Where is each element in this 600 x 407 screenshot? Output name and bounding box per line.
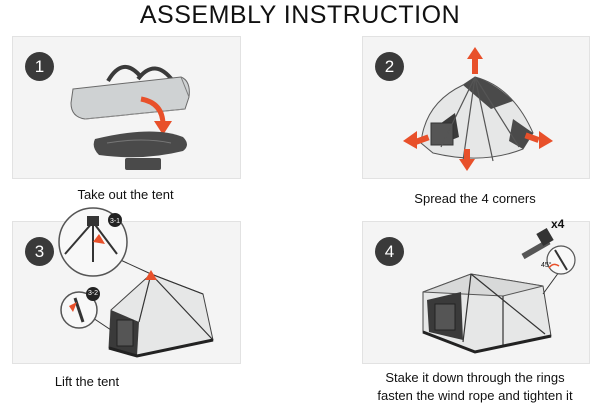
callout-3-2-badge — [86, 287, 100, 301]
callout-3-1-label: 3-1 — [109, 218, 121, 225]
callout-3-1-badge — [108, 213, 122, 227]
step-1-caption: Take out the tent — [77, 187, 174, 202]
step-3-badge: 3 — [25, 237, 54, 266]
step-4-panel: 4 x4 45° — [362, 217, 590, 364]
step-4-badge: 4 — [375, 237, 404, 266]
bag-handle-right — [136, 66, 175, 83]
spread-tent-illustration — [403, 47, 553, 171]
stake-count-label: x4 — [551, 217, 565, 231]
step-2-caption: Spread the 4 corners — [414, 191, 536, 206]
stake-angle-label: 45° — [541, 262, 552, 269]
step-2-badge: 2 — [375, 52, 404, 81]
tent-bag-illustration — [70, 65, 190, 170]
bag-handle-left — [106, 65, 143, 83]
step-4-caption-line-2: fasten the wind rope and tighten it — [377, 388, 573, 403]
lift-tent-illustration — [58, 207, 214, 358]
step-3-panel: 3 3-1 3-2 — [12, 207, 241, 364]
step-2-panel: 2 — [362, 36, 590, 179]
callout-3-2-label: 3-2 — [87, 290, 99, 297]
step-3-caption: Lift the tent — [54, 374, 120, 389]
lift-arrow-icon — [145, 270, 157, 280]
spread-arrows-icon — [403, 47, 553, 171]
step-1-panel: 1 — [12, 36, 241, 179]
step-1-badge: 1 — [25, 52, 54, 81]
stake-pouch — [125, 158, 161, 170]
step-4-caption-line-1: Stake it down through the rings — [385, 370, 565, 385]
bag-body — [70, 76, 190, 120]
staked-tent-illustration — [422, 227, 576, 354]
folded-tent — [93, 131, 187, 158]
mallet-head-icon — [536, 227, 554, 247]
page-title: ASSEMBLY INSTRUCTION — [139, 1, 461, 29]
